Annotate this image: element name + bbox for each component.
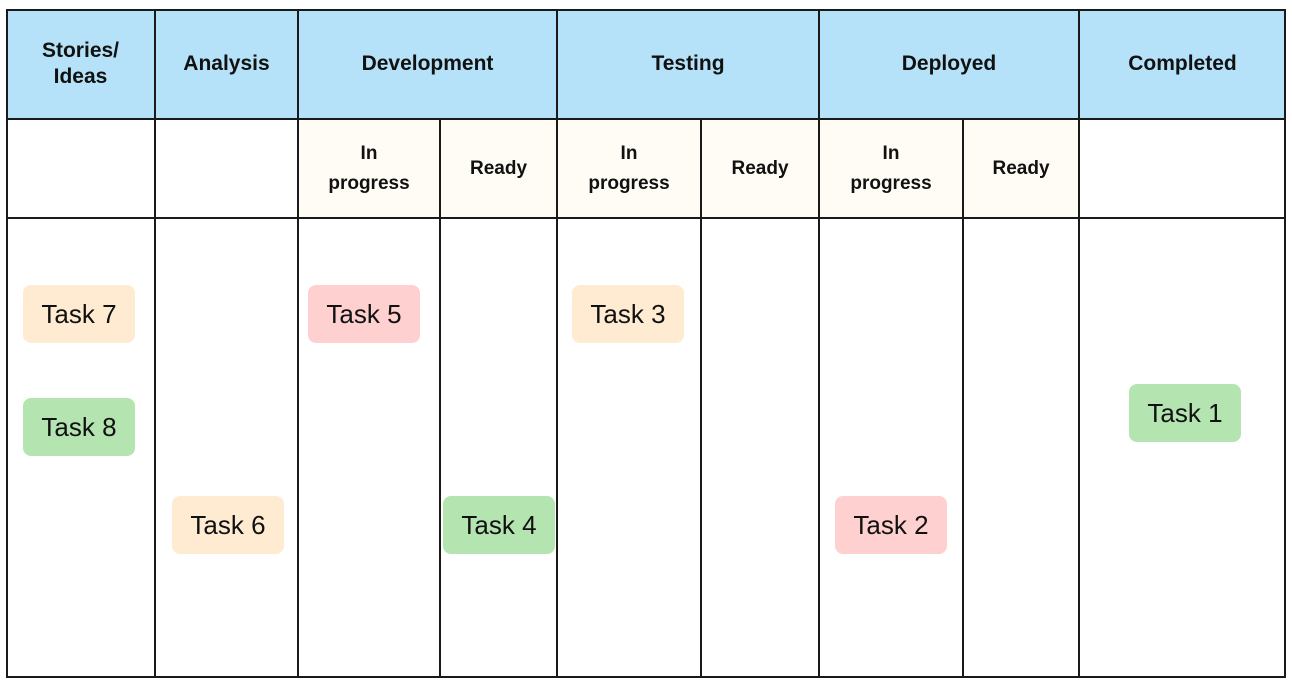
task-card-6[interactable]: Task 6 xyxy=(172,496,284,554)
subheader-label: progress xyxy=(850,172,932,194)
task-card-3[interactable]: Task 3 xyxy=(572,285,684,343)
task-card-2[interactable]: Task 2 xyxy=(835,496,947,554)
column-header-label: Development xyxy=(361,52,494,75)
border-subheader-bottom xyxy=(6,217,1286,219)
divider xyxy=(1078,9,1080,678)
task-card-4[interactable]: Task 4 xyxy=(443,496,555,554)
subheader-label: Ready xyxy=(469,157,528,179)
task-card-8[interactable]: Task 8 xyxy=(23,398,135,456)
column-header-label: Deployed xyxy=(901,52,997,75)
column-header-development: Development xyxy=(298,9,557,119)
subheader-empty-analysis xyxy=(155,119,298,218)
task-label: Task 8 xyxy=(41,411,117,442)
task-label: Task 6 xyxy=(190,509,266,540)
column-header-analysis: Analysis xyxy=(155,9,298,119)
column-header-deployed: Deployed xyxy=(819,9,1079,119)
column-header-label: Analysis xyxy=(183,52,270,75)
column-header-label: Ideas xyxy=(53,65,108,88)
subheader-label: Ready xyxy=(731,157,789,179)
subheader-test-ready: Ready xyxy=(701,119,819,218)
task-card-7[interactable]: Task 7 xyxy=(23,285,135,343)
divider xyxy=(556,9,558,678)
task-label: Task 1 xyxy=(1147,397,1223,428)
border-header-bottom xyxy=(6,118,1286,120)
divider xyxy=(297,9,299,678)
border-bottom xyxy=(6,676,1286,678)
task-label: Task 7 xyxy=(41,298,117,329)
task-label: Task 3 xyxy=(590,298,666,329)
divider xyxy=(818,9,820,678)
subheader-label: Ready xyxy=(992,157,1050,179)
task-label: Task 4 xyxy=(461,509,537,540)
task-label: Task 5 xyxy=(326,298,402,329)
column-header-label: Stories/ xyxy=(41,39,120,62)
column-header-label: Completed xyxy=(1128,52,1237,75)
subheader-label: In xyxy=(360,142,378,164)
subheader-empty-completed xyxy=(1079,119,1286,218)
divider xyxy=(439,119,441,678)
subheader-label: In xyxy=(620,142,638,164)
subheader-label: progress xyxy=(588,172,670,194)
subheader-deploy-ready: Ready xyxy=(963,119,1079,218)
divider xyxy=(700,119,702,678)
divider xyxy=(154,9,156,678)
subheader-label: progress xyxy=(328,172,410,194)
task-label: Task 2 xyxy=(853,509,929,540)
subheader-dev-in-progress: In progress xyxy=(298,119,440,218)
task-card-5[interactable]: Task 5 xyxy=(308,285,420,343)
column-header-testing: Testing xyxy=(557,9,819,119)
task-card-1[interactable]: Task 1 xyxy=(1129,384,1241,442)
border-right xyxy=(1284,9,1286,678)
subheader-label: In xyxy=(882,142,900,164)
column-header-stories-ideas: Stories/ Ideas xyxy=(6,9,155,119)
border-top xyxy=(6,9,1286,11)
subheader-empty-stories xyxy=(6,119,155,218)
kanban-board: Stories/ Ideas Analysis Development Test… xyxy=(6,9,1286,678)
column-header-completed: Completed xyxy=(1079,9,1286,119)
column-header-label: Testing xyxy=(651,52,725,75)
subheader-dev-ready: Ready xyxy=(440,119,557,218)
subheader-deploy-in-progress: In progress xyxy=(819,119,963,218)
subheader-test-in-progress: In progress xyxy=(557,119,701,218)
divider xyxy=(962,119,964,678)
border-left xyxy=(6,9,8,678)
